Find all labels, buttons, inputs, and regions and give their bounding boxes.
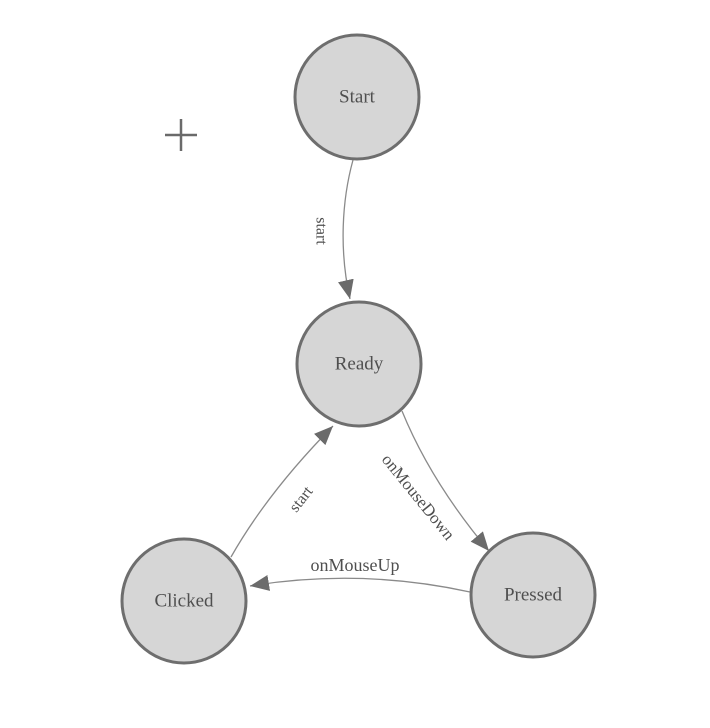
transition-path[interactable] <box>249 575 471 593</box>
transition-label: onMouseDown <box>378 450 459 544</box>
transition-label: start <box>312 217 329 245</box>
transition-clicked-to-ready[interactable]: start <box>230 425 334 558</box>
state-node-start[interactable]: Start <box>293 33 421 161</box>
state-circle[interactable] <box>120 537 248 665</box>
state-circle[interactable] <box>295 300 423 428</box>
transition-pressed-to-clicked[interactable]: onMouseUp <box>249 555 471 593</box>
transition-path[interactable] <box>230 425 334 558</box>
transition-path[interactable] <box>401 410 490 552</box>
transition-label: start <box>286 483 317 516</box>
transition-label: onMouseUp <box>311 555 400 575</box>
plus-crosshair-icon <box>165 119 197 151</box>
state-node-ready[interactable]: Ready <box>295 300 423 428</box>
state-circle[interactable] <box>469 531 597 659</box>
state-circle[interactable] <box>293 33 421 161</box>
transition-start-to-ready[interactable]: start <box>312 159 354 300</box>
state-node-clicked[interactable]: Clicked <box>120 537 248 665</box>
state-node-pressed[interactable]: Pressed <box>469 531 597 659</box>
transition-path[interactable] <box>338 159 354 300</box>
transition-ready-to-pressed[interactable]: onMouseDown <box>378 410 490 552</box>
